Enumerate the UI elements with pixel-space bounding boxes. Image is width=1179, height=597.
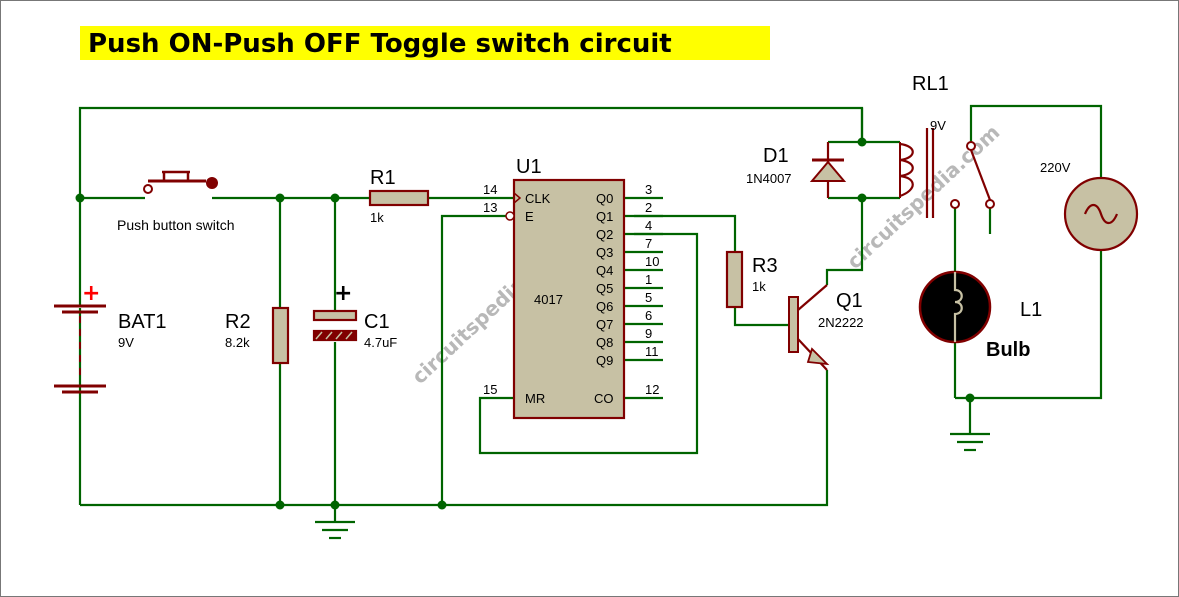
- pin-num-12: 12: [645, 382, 659, 397]
- pin-num-6: 6: [645, 308, 652, 323]
- pin-name-co: CO: [594, 391, 614, 406]
- u1-ref: U1: [516, 156, 542, 178]
- pin-num-14: 14: [483, 182, 497, 197]
- q1-value: 2N2222: [818, 315, 864, 330]
- ground-symbol-right: [950, 432, 990, 452]
- pin-name-q3: Q3: [596, 245, 613, 260]
- sine-wave-icon: [1083, 203, 1119, 225]
- ground-symbol-left: [315, 520, 355, 540]
- pin-num-5: 5: [645, 290, 652, 305]
- wire-r3-base: [733, 307, 792, 327]
- pin-num-10: 10: [645, 254, 659, 269]
- pin-num-1: 1: [645, 272, 652, 287]
- capacitor-c1: + C1 4.7uF: [312, 281, 397, 350]
- l1-ref: L1: [1020, 299, 1042, 321]
- wire-ac-top: [969, 104, 1103, 178]
- junctions: [75, 137, 975, 510]
- bat1-value: 9V: [118, 335, 134, 350]
- pin-name-q7: Q7: [596, 317, 613, 332]
- wire-enable-ground: [440, 214, 509, 505]
- title-highlight: [80, 26, 770, 60]
- pin-num-13: 13: [483, 200, 497, 215]
- junction: [857, 137, 867, 147]
- bulb-filament-icon: [953, 272, 963, 342]
- pin-num-4: 4: [645, 218, 652, 233]
- wire-q1-r3: [634, 214, 737, 252]
- c1-plus-sign: +: [334, 281, 352, 306]
- l1-value: Bulb: [986, 339, 1030, 361]
- ic-u1-4017: U1 4017 CLK E MR 14 13 15 Q0 Q1 Q2 Q3 Q4…: [483, 156, 659, 420]
- pin-name-q5: Q5: [596, 281, 613, 296]
- pin-num-15: 15: [483, 382, 497, 397]
- relay-rl1: RL1 9V: [899, 73, 995, 218]
- c1-ref: C1: [364, 311, 390, 333]
- battery-bat1: + BAT1 9V: [54, 258, 167, 394]
- push-button-label: Push button switch: [117, 217, 235, 233]
- junction: [857, 193, 867, 203]
- pin-name-clk: CLK: [525, 191, 551, 206]
- pin-num-3: 3: [645, 182, 652, 197]
- junction: [437, 500, 447, 510]
- bat1-ref: BAT1: [118, 311, 167, 333]
- ac-source: 220V: [1040, 160, 1139, 252]
- wire-bottom-rail: [80, 370, 829, 507]
- pin-name-q2: Q2: [596, 227, 613, 242]
- pin-name-e: E: [525, 209, 534, 224]
- diagram-title: Push ON-Push OFF Toggle switch circuit: [80, 26, 770, 60]
- resistor-r3: R3 1k: [725, 250, 778, 309]
- wire-mr-loop: [478, 232, 699, 455]
- pin-num-11: 11: [645, 344, 659, 359]
- r1-value: 1k: [370, 210, 384, 225]
- r3-value: 1k: [752, 279, 766, 294]
- pin-name-q6: Q6: [596, 299, 613, 314]
- r3-ref: R3: [752, 255, 778, 277]
- u1-part: 4017: [534, 292, 563, 307]
- junction: [965, 393, 975, 403]
- junction: [330, 500, 340, 510]
- transistor-q1: Q1 2N2222: [788, 284, 864, 371]
- junction: [330, 193, 340, 203]
- c1-value: 4.7uF: [364, 335, 397, 350]
- pin-name-q8: Q8: [596, 335, 613, 350]
- junction: [75, 193, 85, 203]
- diode-d1: D1 1N4007: [746, 142, 847, 198]
- rl1-ref: RL1: [912, 73, 949, 95]
- pin-name-q0: Q0: [596, 191, 613, 206]
- junction: [275, 500, 285, 510]
- push-button-switch: Push button switch: [117, 170, 235, 233]
- d1-value: 1N4007: [746, 171, 792, 186]
- output-pin-stubs: [624, 196, 663, 400]
- wire-ac-bottom: [955, 250, 1103, 400]
- pin-num-9: 9: [645, 326, 652, 341]
- resistor-r2: R2 8.2k: [225, 306, 290, 365]
- r1-ref: R1: [370, 167, 396, 189]
- r2-value: 8.2k: [225, 335, 250, 350]
- pin-num-7: 7: [645, 236, 652, 251]
- q1-ref: Q1: [836, 290, 863, 312]
- pin-name-q1: Q1: [596, 209, 613, 224]
- ac-value: 220V: [1040, 160, 1071, 175]
- junction: [275, 193, 285, 203]
- d1-ref: D1: [763, 145, 789, 167]
- battery-plus-sign: +: [82, 281, 100, 306]
- bulb-l1: L1 Bulb: [918, 270, 1042, 361]
- pin-name-q4: Q4: [596, 263, 613, 278]
- wire-collector-relay: [825, 198, 864, 285]
- wire-top-rail: [78, 106, 864, 505]
- wires: [78, 104, 1103, 522]
- r2-ref: R2: [225, 311, 251, 333]
- resistor-r1: R1 1k: [368, 167, 430, 225]
- pin-name-q9: Q9: [596, 353, 613, 368]
- rl1-value: 9V: [930, 118, 946, 133]
- pin-num-2: 2: [645, 200, 652, 215]
- title-text: Push ON-Push OFF Toggle switch circuit: [88, 29, 672, 59]
- pin-name-mr: MR: [525, 391, 545, 406]
